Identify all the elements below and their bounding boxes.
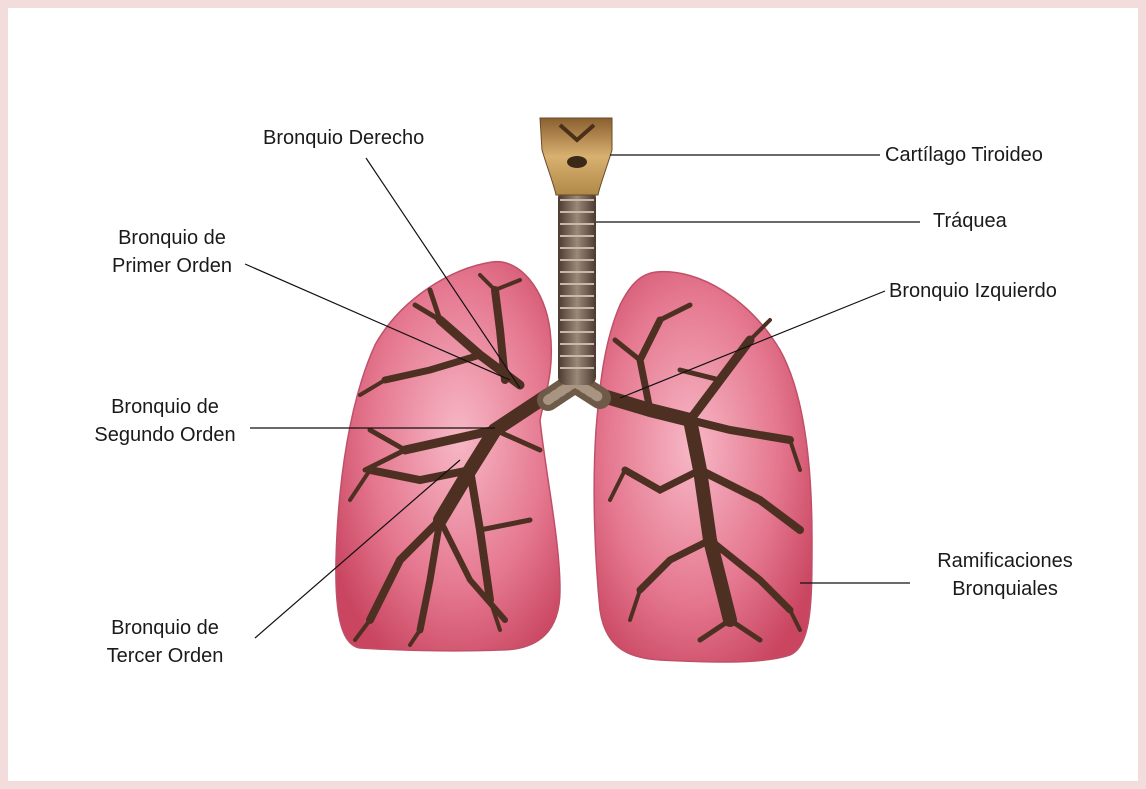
label-tercer-orden: Bronquio de Tercer Orden (90, 614, 240, 670)
label-cartilago-tiroideo: Cartílago Tiroideo (885, 141, 1043, 169)
label-bronquio-izquierdo: Bronquio Izquierdo (889, 277, 1057, 305)
right-lung (336, 262, 560, 651)
label-segundo-orden: Bronquio de Segundo Orden (80, 393, 250, 449)
label-primer-orden: Bronquio de Primer Orden (98, 224, 246, 280)
label-primer-orden-line2: Primer Orden (98, 252, 246, 280)
label-cartilago-tiroideo-text: Cartílago Tiroideo (885, 141, 1043, 169)
label-tercer-orden-line2: Tercer Orden (90, 642, 240, 670)
label-bronquio-derecho-text: Bronquio Derecho (263, 124, 424, 152)
label-segundo-orden-line1: Bronquio de (80, 393, 250, 421)
label-traquea: Tráquea (933, 207, 1007, 235)
label-ramificaciones: Ramificaciones Bronquiales (918, 547, 1092, 603)
cartilage-shadow (567, 156, 587, 168)
label-ramificaciones-line1: Ramificaciones (918, 547, 1092, 575)
label-bronquio-izquierdo-text: Bronquio Izquierdo (889, 277, 1057, 305)
label-ramificaciones-line2: Bronquiales (918, 575, 1092, 603)
label-primer-orden-line1: Bronquio de (98, 224, 246, 252)
label-tercer-orden-line1: Bronquio de (90, 614, 240, 642)
label-segundo-orden-line2: Segundo Orden (80, 421, 250, 449)
label-bronquio-derecho: Bronquio Derecho (263, 124, 424, 152)
label-traquea-text: Tráquea (933, 207, 1007, 235)
